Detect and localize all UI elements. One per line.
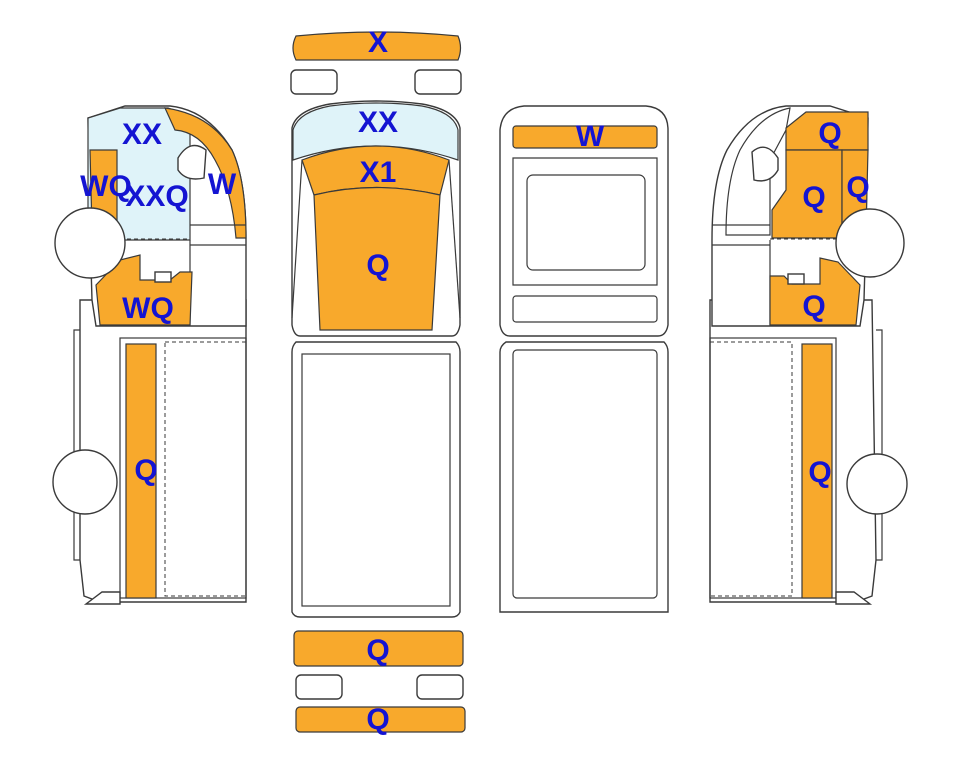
label-left-lower: WQ [122,292,174,325]
right-mirror [751,146,779,182]
left-chassis-step [73,329,80,561]
top-view: X XX X1 Q Q Q [290,26,466,736]
rear-box-outline [499,341,669,613]
rear-cab-glass [526,174,646,271]
rear-cab-slot [512,295,658,323]
front-bumper-panel [292,31,462,61]
label-left-pillar: WQ [80,170,132,203]
right-box-panel [801,343,833,599]
label-roof: Q [366,249,389,282]
left-mirror [177,144,207,180]
right-lower-handle [787,273,805,285]
rear-cab-outline [499,105,669,337]
cab-side-left [291,159,303,319]
left-side-view: XX WQ XXQ W WQ Q [52,105,247,605]
right-chassis [709,299,877,603]
right-top-panel [785,111,869,151]
rear-bumper-lower-panel [295,706,466,733]
right-window-glass [725,107,791,236]
left-lower-handle [154,271,172,283]
rear-view: W [499,105,669,613]
rear-cab-frame [512,157,658,286]
label-rear-window: W [576,120,605,153]
taillight-left [295,674,343,700]
left-mudflap [83,591,121,605]
cargo-box-outline [291,341,461,618]
left-lower-panel [95,254,193,326]
label-left-window: XX [122,118,162,151]
label-right-pillar: Q [846,171,869,204]
label-hood-front: X1 [360,156,397,189]
cab-side-right [448,159,461,319]
headlight-right [414,69,462,95]
right-side-view: Q Q Q Q Q [709,105,908,605]
label-left-door: XXQ [125,180,188,213]
rear-box-inner [512,349,658,599]
left-rear-wheel [52,449,118,515]
label-right-door: Q [802,181,825,214]
right-rear-wheel [846,453,908,515]
left-chassis [79,299,247,603]
label-right-lower: Q [802,290,825,323]
left-box-panel [125,343,157,599]
taillight-right [416,674,464,700]
right-front-wheel [835,208,905,278]
right-mudflap [835,591,873,605]
left-box-dashed [164,341,247,597]
label-left-apillar: W [208,168,237,201]
label-rear-bumper-upper: Q [366,634,389,667]
headlight-left [290,69,338,95]
left-front-wheel [54,207,126,279]
label-right-top: Q [818,117,841,150]
rear-bumper-upper-panel [293,630,464,667]
rear-window-panel [512,125,658,149]
label-front-bumper: X [368,26,388,59]
label-right-box: Q [808,456,831,489]
label-windshield: XX [358,106,398,139]
cargo-box-inner [301,353,451,607]
right-chassis-step [876,329,883,561]
label-left-box: Q [134,454,157,487]
label-rear-bumper-lower: Q [366,703,389,736]
roof-panel [313,186,441,331]
